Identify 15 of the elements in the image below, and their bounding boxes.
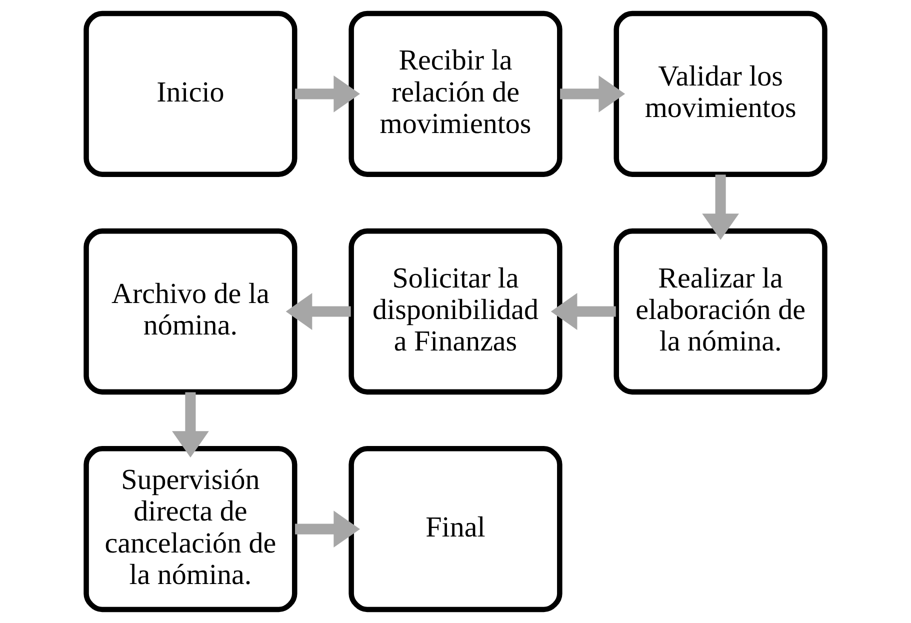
arrow	[295, 510, 360, 548]
arrow	[560, 75, 626, 112]
node-box: Recibir la relación de movimientos	[348, 10, 562, 177]
node-box: Final	[348, 446, 562, 612]
node-box: Validar los movimientos	[614, 10, 828, 177]
node-box: Supervisión directa de cancelación de la nómina.	[84, 446, 298, 612]
node-box: Inicio	[84, 10, 298, 177]
arrow	[286, 293, 351, 330]
arrow	[550, 293, 616, 330]
arrow	[295, 75, 360, 112]
node-box: Realizar la elaboración de la nómina.	[614, 228, 828, 395]
arrow	[172, 392, 209, 458]
node-box: Archivo de la nómina.	[84, 228, 298, 395]
arrow	[702, 174, 739, 240]
node-box: Solicitar la disponibilidad a Finanzas	[348, 228, 562, 395]
